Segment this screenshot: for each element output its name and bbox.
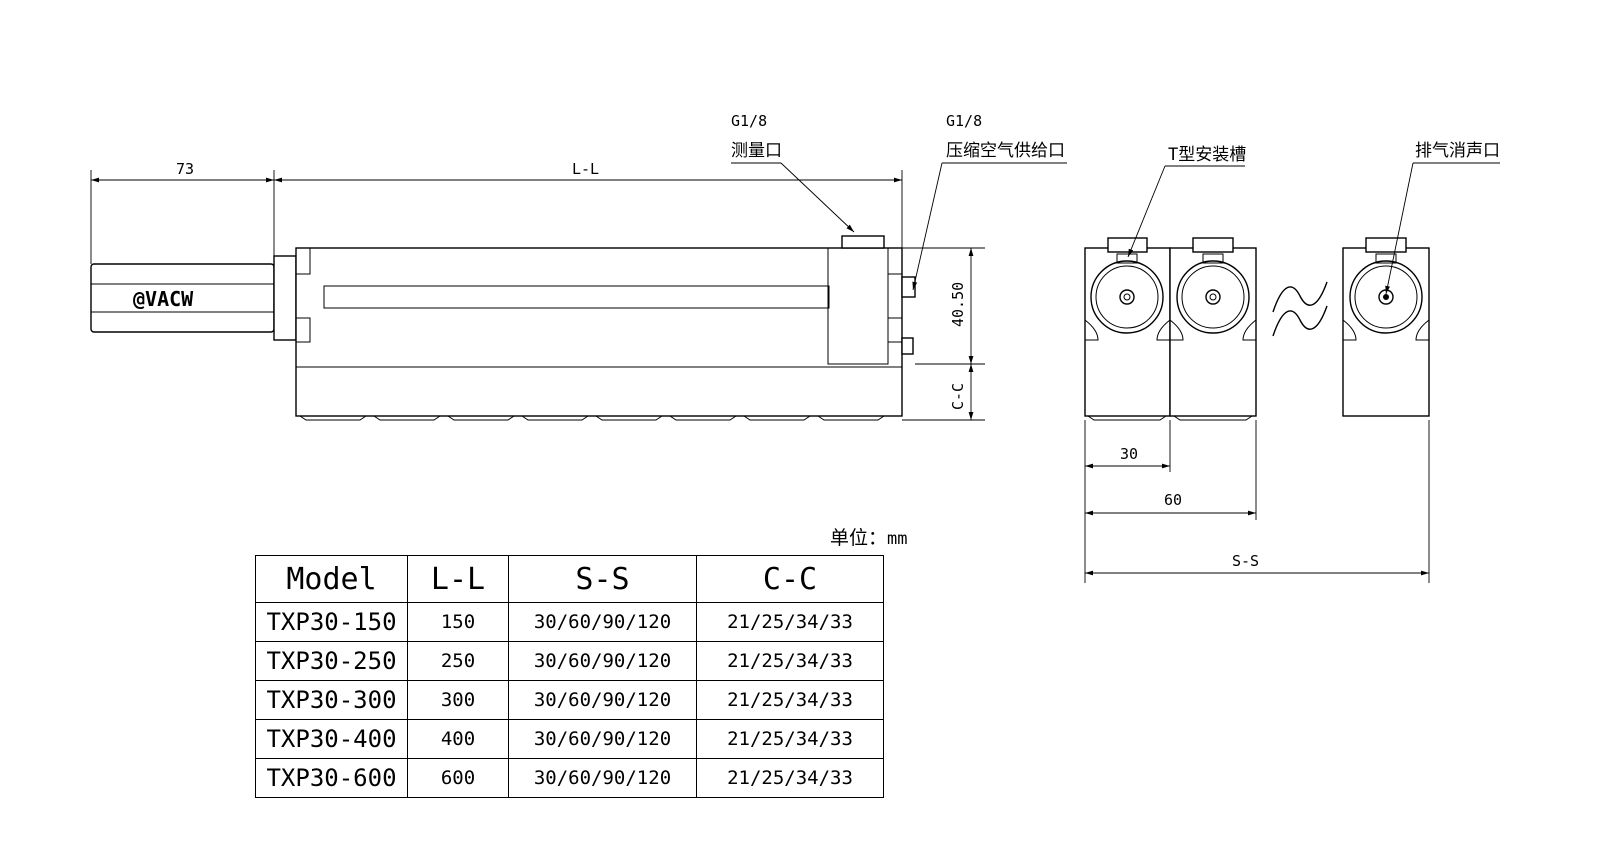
table-row: TXP30-250 250 30/60/90/120 21/25/34/33 [255,641,884,681]
dimension-bottom: 30 60 S-S [1084,420,1430,583]
unit-text: 单位： [830,527,888,549]
main-body [295,235,916,417]
header-ll: L-L [407,555,509,603]
cell-cc: 21/25/34/33 [696,719,884,759]
measure-label: 测量口 [731,141,782,161]
cell-ss: 30/60/90/120 [508,719,697,759]
table-row: TXP30-300 300 30/60/90/120 21/25/34/33 [255,680,884,720]
cell-model: TXP30-400 [255,719,408,759]
leader-t-slot: T型安装槽 [1127,145,1246,258]
dim-width-double: 60 [1164,491,1182,509]
cell-ll: 150 [407,602,509,642]
cell-ss: 30/60/90/120 [508,641,697,681]
end-view: T型安装槽 排气消声口 30 60 S-S [1084,141,1500,583]
cell-ll: 250 [407,641,509,681]
table-row: TXP30-400 400 30/60/90/120 21/25/34/33 [255,719,884,759]
cell-model: TXP30-600 [255,758,408,798]
cell-ss: 30/60/90/120 [508,680,697,720]
cell-cc: 21/25/34/33 [696,602,884,642]
end-module-2 [1169,237,1257,421]
cell-ss: 30/60/90/120 [508,758,697,798]
table-header-row: Model L-L S-S C-C [255,555,884,603]
break-symbol [1272,281,1328,337]
table-row: TXP30-150 150 30/60/90/120 21/25/34/33 [255,602,884,642]
measure-thread: G1/8 [731,112,767,130]
header-cc: C-C [696,555,884,603]
side-view: @VACW [90,112,1067,421]
header-model: Model [255,555,408,603]
cell-cc: 21/25/34/33 [696,758,884,798]
dim-pitch: C-C [949,383,967,410]
vacw-logo: @VACW [133,287,194,311]
dim-span: S-S [1232,552,1259,570]
dim-width-single: 30 [1120,445,1138,463]
cell-cc: 21/25/34/33 [696,641,884,681]
dimension-right: 40.50 C-C [902,247,985,421]
handle: @VACW [90,263,275,333]
dimension-top: 73 L-L [90,160,903,264]
dim-handle-length: 73 [176,160,194,178]
cell-ll: 300 [407,680,509,720]
leader-measure-port: G1/8 测量口 [731,112,855,233]
suction-cups [299,415,885,421]
cell-cc: 21/25/34/33 [696,680,884,720]
exhaust-label: 排气消声口 [1415,141,1500,161]
cell-ss: 30/60/90/120 [508,602,697,642]
leader-supply-port: G1/8 压缩空气供给口 [912,112,1067,291]
header-ss: S-S [508,555,697,603]
supply-label: 压缩空气供给口 [946,141,1065,161]
dim-body-length: L-L [572,160,599,178]
spec-table: Model L-L S-S C-C TXP30-150 150 30/60/90… [255,555,884,798]
leader-exhaust: 排气消声口 [1385,141,1500,295]
table-row: TXP30-600 600 30/60/90/120 21/25/34/33 [255,758,884,798]
cell-model: TXP30-250 [255,641,408,681]
unit-value: mm [887,529,908,549]
cell-model: TXP30-300 [255,680,408,720]
dim-height: 40.50 [949,282,967,327]
end-module-1 [1084,237,1171,421]
cell-model: TXP30-150 [255,602,408,642]
cell-ll: 400 [407,719,509,759]
slot-label: T型安装槽 [1168,145,1246,165]
cell-ll: 600 [407,758,509,798]
unit-label: 单位：mm [830,523,908,550]
supply-thread: G1/8 [946,112,982,130]
end-module-3 [1342,237,1430,417]
